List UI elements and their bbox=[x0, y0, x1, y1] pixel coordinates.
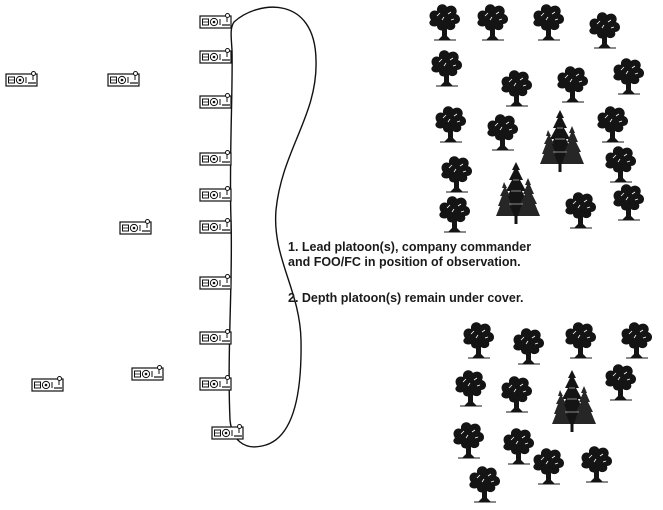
tree-icon bbox=[430, 49, 463, 87]
tree-icon bbox=[532, 3, 565, 41]
tree-icon bbox=[468, 465, 501, 503]
vehicle-icon bbox=[199, 12, 232, 29]
note-line: 1. Lead platoon(s), company commander bbox=[288, 240, 532, 254]
vehicle-icon bbox=[5, 70, 38, 87]
tree-icon bbox=[500, 375, 533, 413]
vehicle-icon bbox=[199, 149, 232, 166]
note-line: 2. Depth platoon(s) remain under cover. bbox=[288, 291, 524, 305]
tree-icon bbox=[438, 195, 471, 233]
tree-icon bbox=[564, 321, 597, 359]
conifer-tree-icon bbox=[539, 109, 585, 173]
tree-icon bbox=[500, 69, 533, 107]
tree-icon bbox=[612, 183, 645, 221]
tree-icon bbox=[454, 369, 487, 407]
tree-icon bbox=[476, 3, 509, 41]
tree-icon bbox=[428, 3, 461, 41]
vehicle-icon bbox=[199, 328, 232, 345]
vehicle-icon bbox=[119, 218, 152, 235]
vehicle-icon bbox=[199, 273, 232, 290]
conifer-tree-icon bbox=[551, 369, 597, 433]
tree-icon bbox=[588, 11, 621, 49]
tree-icon bbox=[580, 445, 613, 483]
tree-icon bbox=[486, 113, 519, 151]
tree-icon bbox=[502, 427, 535, 465]
tree-icon bbox=[604, 363, 637, 401]
vehicle-icon bbox=[199, 374, 232, 391]
vehicle-icon bbox=[131, 364, 164, 381]
conifer-tree-icon bbox=[495, 161, 541, 225]
tree-icon bbox=[440, 155, 473, 193]
tree-icon bbox=[604, 145, 637, 183]
note-line: and FOO/FC in position of observation. bbox=[288, 255, 521, 269]
tree-icon bbox=[452, 421, 485, 459]
vehicle-icon bbox=[199, 217, 232, 234]
tree-icon bbox=[434, 105, 467, 143]
vehicle-icon bbox=[211, 423, 244, 440]
vehicle-icon bbox=[199, 47, 232, 64]
note-lead-platoons: 1. Lead platoon(s), company commander an… bbox=[288, 240, 531, 270]
vehicle-icon bbox=[107, 70, 140, 87]
observation-area-boundary bbox=[228, 6, 317, 448]
vehicle-icon bbox=[199, 185, 232, 202]
tree-icon bbox=[596, 105, 629, 143]
tree-icon bbox=[532, 447, 565, 485]
tree-icon bbox=[462, 321, 495, 359]
vehicle-icon bbox=[199, 92, 232, 109]
tree-icon bbox=[512, 327, 545, 365]
tree-icon bbox=[556, 65, 589, 103]
tree-icon bbox=[612, 57, 645, 95]
tree-icon bbox=[620, 321, 653, 359]
vehicle-icon bbox=[31, 375, 64, 392]
note-depth-platoons: 2. Depth platoon(s) remain under cover. bbox=[288, 291, 523, 306]
tree-icon bbox=[564, 191, 597, 229]
